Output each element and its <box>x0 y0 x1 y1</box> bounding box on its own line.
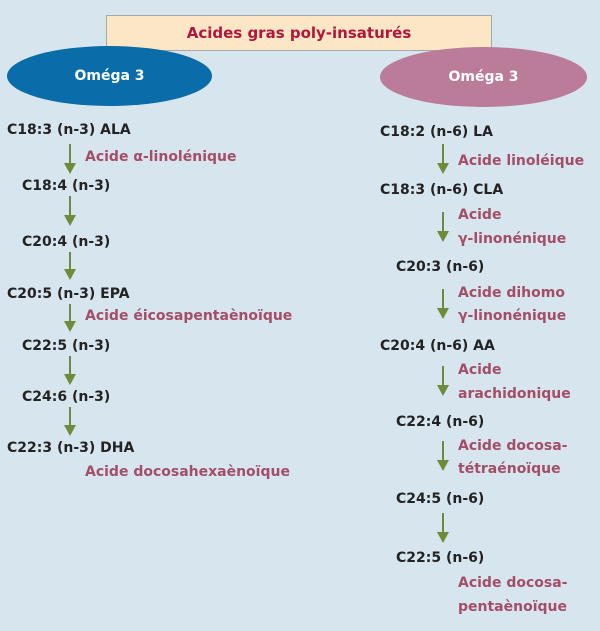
right-arrow-6 <box>437 513 449 543</box>
right-item-7-name-line2: pentaènoïque <box>458 599 567 615</box>
left-item-7-name: Acide docosahexaènoïque <box>85 464 290 480</box>
left-arrow-2 <box>64 196 76 226</box>
left-item-4-code: C20:5 (n-3) EPA <box>7 286 130 302</box>
right-item-5-code: C22:4 (n-6) <box>396 414 485 430</box>
right-item-5-name-line1: Acide docosa- <box>458 438 568 454</box>
omega3-header-ellipse: Oméga 3 <box>7 46 212 106</box>
diagram-title: Acides gras poly-insaturés <box>106 15 492 51</box>
left-item-2-code: C18:4 (n-3) <box>22 178 111 194</box>
left-arrow-3 <box>64 252 76 280</box>
left-item-4-name: Acide éicosapentaènoïque <box>85 308 293 324</box>
left-arrow-5 <box>64 356 76 385</box>
right-item-1-code: C18:2 (n-6) LA <box>380 124 493 140</box>
right-item-4-code: C20:4 (n-6) AA <box>380 338 495 354</box>
right-arrow-4 <box>437 366 449 396</box>
right-item-7-name-line1: Acide docosa- <box>458 575 568 591</box>
right-item-3-code: C20:3 (n-6) <box>396 259 485 275</box>
right-arrow-5 <box>437 441 449 471</box>
right-item-6-code: C24:5 (n-6) <box>396 491 485 507</box>
right-item-2-code: C18:3 (n-6) CLA <box>380 182 504 198</box>
left-arrow-1 <box>64 144 76 174</box>
omega6-header-label: Oméga 3 <box>448 69 519 85</box>
left-item-6-code: C24:6 (n-3) <box>22 389 111 405</box>
left-item-1-code: C18:3 (n-3) ALA <box>7 122 131 138</box>
right-arrow-3 <box>437 289 449 319</box>
right-item-4-name-line1: Acide <box>458 362 502 378</box>
right-arrow-2 <box>437 212 449 242</box>
left-item-1-name: Acide α-linolénique <box>85 149 237 165</box>
left-arrow-4 <box>64 304 76 332</box>
right-item-3-name-line1: Acide dihomo <box>458 285 565 301</box>
right-item-3-name-line2: γ-linonénique <box>458 308 567 324</box>
right-item-4-name-line2: arachidonique <box>458 386 571 402</box>
right-item-7-code: C22:5 (n-6) <box>396 550 485 566</box>
right-item-5-name-line2: tétraénoïque <box>458 461 561 477</box>
left-item-5-code: C22:5 (n-3) <box>22 338 111 354</box>
left-arrow-6 <box>64 407 76 436</box>
right-item-1-name: Acide linoléique <box>458 153 585 169</box>
right-arrow-1 <box>437 144 449 174</box>
omega6-header-ellipse: Oméga 3 <box>380 47 587 107</box>
left-item-3-code: C20:4 (n-3) <box>22 234 111 250</box>
right-item-2-name-line2: γ-linonénique <box>458 231 567 247</box>
left-item-7-code: C22:3 (n-3) DHA <box>7 440 135 456</box>
omega3-header-label: Oméga 3 <box>74 68 145 84</box>
right-item-2-name-line1: Acide <box>458 207 502 223</box>
